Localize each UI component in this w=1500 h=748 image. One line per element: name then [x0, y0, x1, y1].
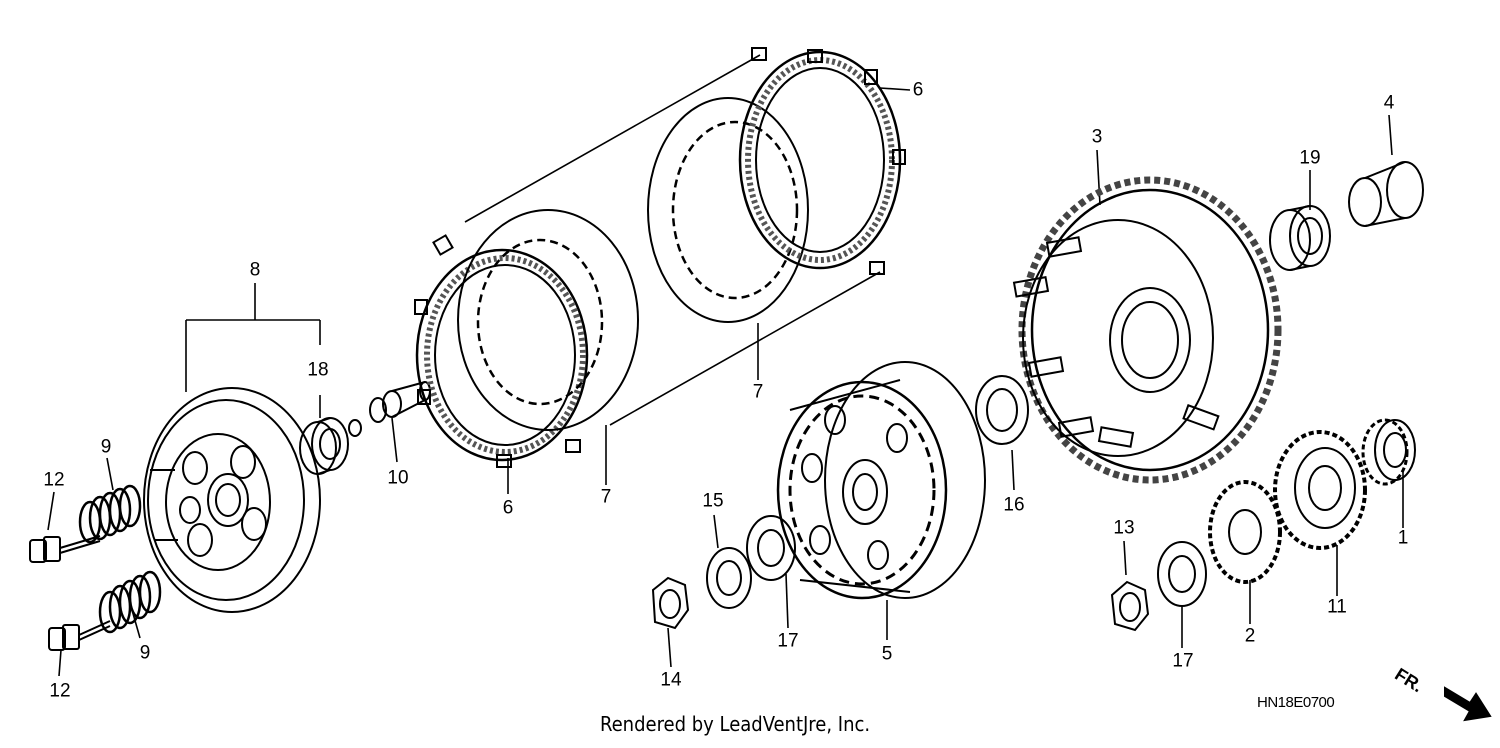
washer-16	[975, 375, 1029, 445]
diagram-code: HN18E0700	[1257, 694, 1335, 711]
friction-disc-front	[414, 234, 589, 468]
clutch-center	[776, 361, 986, 600]
callout-16: 16	[1003, 494, 1025, 516]
callout-7-back: 7	[752, 381, 764, 403]
callout-3: 3	[1091, 126, 1103, 148]
callout-11: 11	[1327, 596, 1347, 618]
clutch-plate-front	[457, 209, 639, 431]
bolt-upper	[29, 535, 101, 563]
needle-bearing-19	[1269, 205, 1331, 271]
rendered-by-credit: Rendered by LeadVentJre, Inc.	[600, 712, 871, 736]
callout-7-front: 7	[600, 486, 612, 508]
callout-8: 8	[249, 259, 261, 281]
callout-5: 5	[881, 643, 893, 665]
callout-2: 2	[1244, 625, 1256, 647]
arrow-down-right-icon	[1444, 686, 1492, 722]
callout-10: 10	[387, 467, 409, 489]
callout-17-left: 17	[777, 630, 799, 652]
clutch-outer-basket	[1012, 176, 1282, 484]
callout-12-lower: 12	[49, 680, 71, 702]
friction-disc-back	[738, 47, 906, 275]
washer-15	[706, 547, 752, 609]
washer-17b	[1157, 541, 1207, 607]
callout-19: 19	[1299, 147, 1321, 169]
spring-upper	[78, 484, 142, 544]
pressure-plate	[143, 387, 321, 613]
callout-4: 4	[1383, 92, 1395, 114]
callout-6-back: 6	[912, 79, 924, 101]
callout-1: 1	[1397, 527, 1409, 549]
lifter-rod	[348, 381, 431, 437]
callout-15: 15	[702, 490, 724, 512]
collar-4	[1348, 161, 1424, 227]
bolt-lower	[48, 620, 111, 651]
nut-14	[651, 576, 690, 630]
gear-11	[1273, 430, 1367, 550]
callout-9-lower: 9	[139, 642, 151, 664]
washer-17a	[746, 515, 796, 581]
gear-2	[1208, 480, 1282, 584]
callout-17-right: 17	[1172, 650, 1194, 672]
callout-14: 14	[660, 669, 682, 691]
callout-9-upper: 9	[100, 436, 112, 458]
clutch-plate-back	[647, 97, 809, 323]
callout-13: 13	[1113, 517, 1135, 539]
spring-lower	[98, 570, 162, 634]
callout-12-upper: 12	[43, 469, 65, 491]
callout-6-front: 6	[502, 497, 514, 519]
bearing-18	[299, 417, 349, 475]
gear-1	[1361, 418, 1416, 486]
callout-18: 18	[307, 359, 329, 381]
nut-13	[1110, 580, 1150, 632]
leader-lines	[47, 54, 1404, 677]
